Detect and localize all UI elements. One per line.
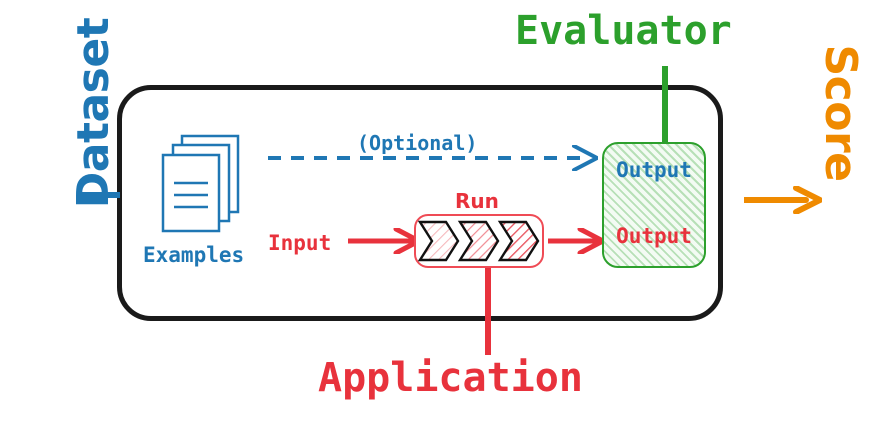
run-label: Run: [455, 189, 499, 213]
application-label: Application: [318, 355, 583, 401]
output-label-prediction: Output: [616, 224, 692, 248]
examples-label: Examples: [143, 243, 245, 267]
dataset-connector-line: [78, 192, 120, 198]
output-label-input: Output: [616, 158, 692, 182]
arrow-right-icon: [348, 228, 420, 254]
evaluator-label: Evaluator: [515, 8, 732, 54]
evaluator-connector-line: [662, 66, 668, 144]
pipeline-container: [117, 85, 723, 321]
evaluator-output-box: Output Output: [602, 142, 706, 268]
chevron-pipeline-icon: [418, 220, 540, 262]
dashed-arrow-right-icon: [268, 145, 598, 171]
arrow-right-icon: [548, 228, 604, 254]
input-label: Input: [268, 231, 332, 255]
application-connector-line: [485, 268, 491, 355]
document-stack-icon: [161, 134, 240, 233]
optional-label: (Optional): [357, 131, 478, 155]
arrow-right-icon: [744, 186, 822, 214]
